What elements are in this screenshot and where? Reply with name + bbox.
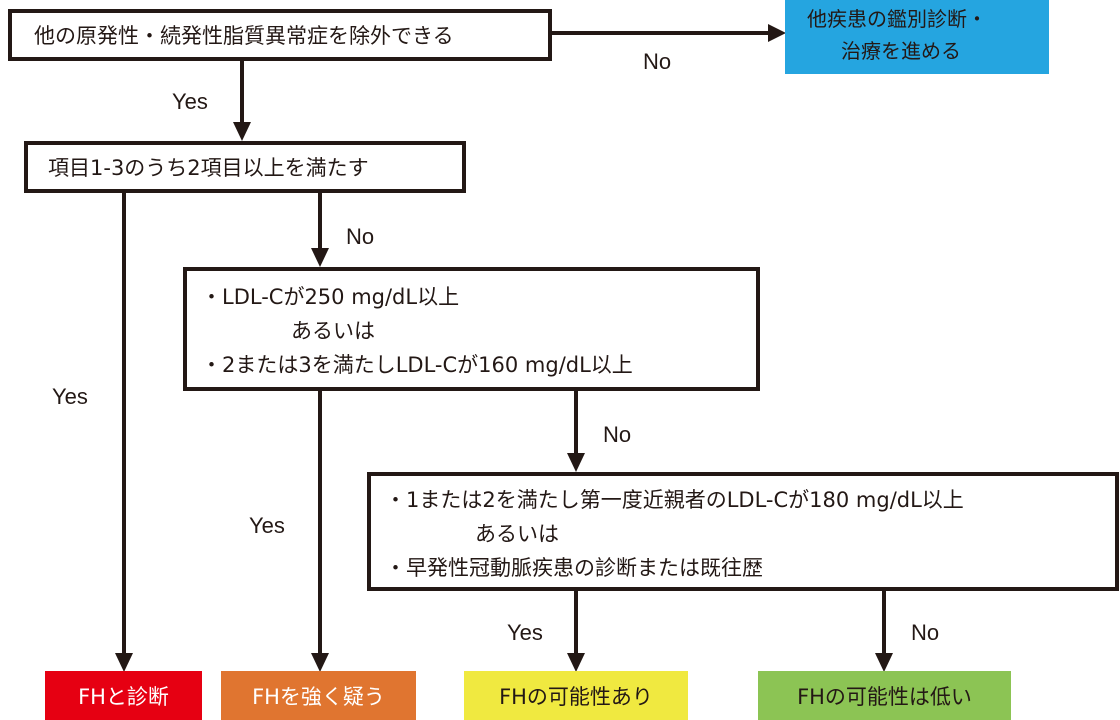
outcome-fh-possible: FHの可能性あり	[464, 671, 688, 720]
node-two-of-three: 項目1-3のうち2項目以上を満たす	[24, 141, 466, 193]
node-ldl-criteria-line2: あるいは	[291, 319, 375, 343]
arrowhead-down	[567, 453, 585, 472]
edge-label-yes: Yes	[52, 384, 88, 409]
arrowhead-down	[875, 653, 893, 672]
edge-label-yes: Yes	[507, 620, 543, 645]
arrowhead-right	[768, 24, 786, 42]
node-relative-criteria: ・1または2を満たし第一度近親者のLDL-Cが180 mg/dL以上 あるいは …	[367, 472, 1119, 591]
outcome-fh-diagnosis: FHと診断	[45, 671, 202, 720]
outcome-fh-strongly-suspected-label: FHを強く疑う	[252, 684, 385, 709]
edge-label-no: No	[911, 620, 940, 645]
node-exclude-secondary-text: 他の原発性・続発性脂質異常症を除外できる	[34, 24, 454, 48]
outcome-fh-diagnosis-label: FHと診断	[78, 684, 169, 709]
edge-label-no: No	[346, 224, 375, 249]
edge-label-yes: Yes	[172, 89, 208, 114]
edge-label-no: No	[603, 422, 632, 447]
node-other-disease: 他疾患の鑑別診断・ 治療を進める	[785, 0, 1049, 74]
outcome-fh-unlikely: FHの可能性は低い	[758, 671, 1011, 720]
node-other-disease-line1: 他疾患の鑑別診断・	[807, 7, 987, 31]
arrowhead-down	[311, 653, 329, 672]
node-ldl-criteria: ・LDL-Cが250 mg/dL以上 あるいは ・2または3を満たしLDL-Cが…	[183, 267, 760, 391]
node-relative-criteria-line1: ・1または2を満たし第一度近親者のLDL-Cが180 mg/dL以上	[385, 488, 964, 512]
outcome-fh-unlikely-label: FHの可能性は低い	[797, 684, 972, 709]
arrowhead-down	[311, 248, 329, 267]
arrowhead-down	[233, 122, 251, 141]
node-ldl-criteria-line1: ・LDL-Cが250 mg/dL以上	[201, 285, 460, 309]
edge-label-no: No	[643, 49, 672, 74]
node-other-disease-line2: 治療を進める	[841, 39, 961, 63]
node-relative-criteria-line2: あるいは	[475, 522, 559, 546]
outcome-fh-strongly-suspected: FHを強く疑う	[221, 671, 416, 720]
arrowhead-down	[567, 653, 585, 672]
node-exclude-secondary: 他の原発性・続発性脂質異常症を除外できる	[8, 9, 552, 61]
outcome-fh-possible-label: FHの可能性あり	[499, 684, 653, 709]
arrowhead-down	[115, 653, 133, 672]
node-relative-criteria-line3: ・早発性冠動脈疾患の診断または既往歴	[385, 556, 763, 580]
node-two-of-three-text: 項目1-3のうち2項目以上を満たす	[48, 156, 369, 180]
edge-label-yes: Yes	[249, 513, 285, 538]
node-ldl-criteria-line3: ・2または3を満たしLDL-Cが160 mg/dL以上	[201, 353, 633, 377]
